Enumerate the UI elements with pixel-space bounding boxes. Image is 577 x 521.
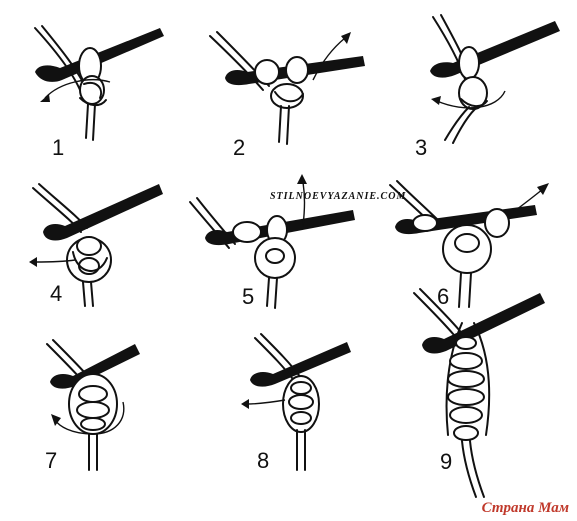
chain-stitch (447, 388, 485, 406)
step-4-illustration (29, 183, 163, 307)
yarn-loop (232, 221, 262, 243)
step-5: 5 (185, 160, 360, 310)
step-1: 1 (20, 20, 170, 160)
yarn-tail (266, 277, 278, 309)
arrowhead (241, 399, 249, 409)
brand-logo-text[interactable]: Страна Мам (482, 500, 569, 517)
arrowhead (297, 174, 307, 184)
yarn-loop (290, 381, 312, 395)
crochet-hook (250, 342, 351, 387)
step-9: 9 (400, 285, 560, 500)
chain-stitch (449, 406, 483, 424)
yarn-tail (458, 272, 472, 308)
yarn-loop (78, 385, 108, 403)
yarn-loop (458, 46, 480, 80)
yarn-loop (270, 83, 304, 109)
step-3-illustration (430, 14, 560, 144)
step-6-illustration (389, 180, 549, 308)
yarn-tail (72, 251, 108, 307)
step-number: 3 (415, 135, 428, 160)
yarn-strand (32, 183, 88, 233)
step-number: 8 (257, 448, 270, 473)
step-number: 2 (233, 135, 246, 160)
yarn-loop (290, 411, 312, 425)
step-6: 6 (385, 175, 565, 310)
yarn-tail (88, 433, 98, 471)
step-7: 7 (35, 330, 165, 475)
yarn-loop (254, 59, 280, 85)
yarn-loop (458, 76, 488, 110)
direction-arrow (54, 401, 125, 435)
step-9-illustration (413, 288, 545, 498)
step-number: 6 (437, 284, 450, 309)
step-8-illustration (241, 333, 351, 471)
yarn-loop (454, 233, 480, 253)
direction-arrow (34, 259, 76, 263)
yarn-tail (85, 103, 96, 141)
arrowhead (537, 183, 549, 195)
direction-arrow (436, 90, 506, 109)
direction-arrow (246, 399, 286, 405)
arrowhead (29, 257, 37, 267)
yarn-loop (265, 248, 285, 264)
chain-stitch (449, 352, 483, 370)
step-number: 9 (440, 449, 453, 474)
step-number: 7 (45, 448, 58, 473)
yarn-loop (79, 82, 107, 106)
yarn-strand (413, 288, 461, 336)
step-number: 1 (52, 135, 65, 160)
step-3: 3 (405, 5, 565, 160)
step-4: 4 (25, 180, 175, 310)
crochet-hook (422, 293, 545, 354)
crochet-hook (50, 344, 140, 389)
chain-stitch (455, 336, 477, 350)
direction-arrow (312, 37, 346, 81)
chain-stitch (453, 425, 479, 441)
step-number: 5 (242, 284, 255, 309)
crochet-hook (43, 184, 163, 241)
yarn-loop (285, 56, 309, 84)
step-2-illustration (209, 31, 365, 145)
step-7-illustration (46, 339, 140, 471)
step-5-illustration (189, 174, 355, 309)
step-2: 2 (205, 20, 375, 160)
yarn-tail (274, 91, 304, 145)
step-8: 8 (235, 330, 375, 475)
yarn-loop (76, 401, 110, 419)
yarn-loop (288, 394, 314, 410)
yarn-loop (76, 236, 102, 256)
yarn-strand (189, 197, 236, 249)
watermark-text: STILNOEVYAZANIE.COM (270, 191, 407, 202)
step-number: 4 (50, 281, 63, 306)
yarn-tail (461, 440, 485, 498)
yarn-tail (444, 106, 476, 144)
yarn-loop (484, 208, 510, 238)
direction-arrow (302, 181, 306, 227)
step-1-illustration (34, 25, 164, 141)
brand-text: Страна Мам (481, 500, 569, 516)
arrowhead (51, 414, 61, 426)
yarn-loop (80, 417, 106, 431)
direction-arrow (44, 79, 111, 99)
arrowhead (341, 32, 351, 44)
chain-stitch (447, 370, 485, 388)
yarn-loop (412, 214, 438, 232)
yarn-loop (460, 98, 488, 107)
arrowhead (431, 96, 441, 105)
arrowhead (40, 94, 50, 102)
yarn-tail (296, 429, 306, 471)
